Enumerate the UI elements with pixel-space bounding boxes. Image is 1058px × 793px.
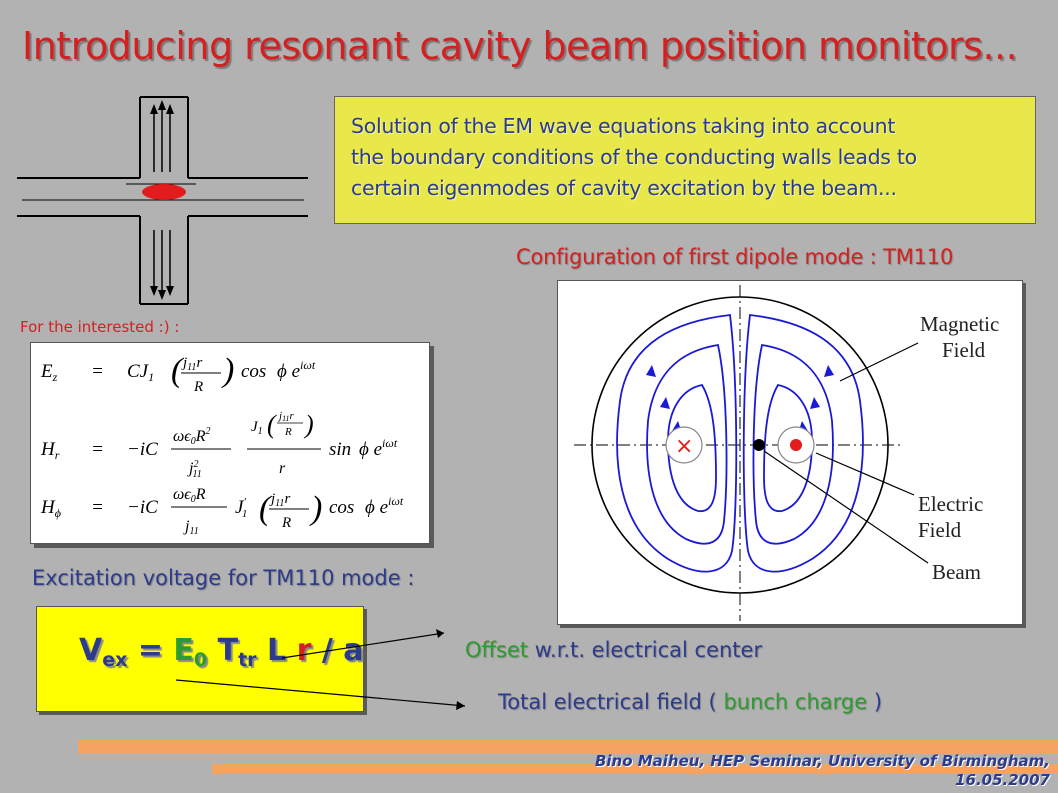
svg-text:−iC: −iC [127,439,158,460]
magnetic-field-label-1: Magnetic [920,312,999,336]
svg-text:=: = [91,439,104,460]
excitation-formula: Vex = E0 Ttr L r / a [79,633,363,671]
svg-text:j11r: j11r [269,491,290,509]
svg-text:−iC: −iC [127,497,158,518]
footer-bar-bottom [212,764,1058,774]
beam-dot [753,439,765,451]
formula-t-sub: tr [238,649,257,671]
offset-word: Offset [465,638,529,662]
total-highlight: bunch charge [723,690,868,714]
svg-text:R: R [193,379,203,395]
electric-field-label-2: Field [918,518,962,542]
formula-e-sub: 0 [193,649,208,671]
svg-text:R: R [281,515,291,531]
svg-text:(: ( [267,410,277,439]
magnetic-field-label-2: Field [942,338,986,362]
svg-text:ωϵ0R: ωϵ0R [173,486,206,505]
svg-text:ωϵ0R2: ωϵ0R2 [173,426,211,447]
svg-text:CJ1: CJ1 [127,361,154,384]
svg-text:): ) [303,410,314,439]
description-box: Solution of the EM wave equations taking… [334,96,1036,224]
configuration-label: Configuration of first dipole mode : TM1… [516,245,954,269]
beam-label: Beam [932,560,981,584]
description-line: the boundary conditions of the conductin… [351,145,917,169]
svg-text:): ) [221,352,234,389]
formula-r: r [296,633,312,668]
beam-spot [142,184,186,200]
description-line: certain eigenmodes of cavity excitation … [351,176,897,200]
formula-equals: = [137,633,163,668]
footer-bar-top [78,740,1058,754]
svg-text:(: ( [259,490,273,527]
total-suffix: ) [873,690,883,714]
cavity-wall [591,296,889,594]
svg-text:sin: sin [329,439,351,460]
svg-text:J′1: J′1 [235,496,247,520]
electric-field-label-1: Electric [918,492,983,516]
interested-label: For the interested :) : [20,318,180,336]
formula-v: V [79,633,103,668]
total-field-label: Total electrical field ( bunch charge ) [498,690,882,714]
svg-text:=: = [91,361,104,382]
svg-text:=: = [91,497,104,518]
formula-t: T [217,633,239,668]
footer-line-1: Bino Maiheu, HEP Seminar, University of … [594,752,1050,770]
svg-text:(: ( [171,352,185,389]
svg-text:×: × [675,434,693,459]
svg-text:j11r: j11r [277,410,294,423]
excitation-label: Excitation voltage for TM110 mode : [32,566,415,590]
svg-text:): ) [309,490,322,527]
svg-text:cos: cos [241,361,266,382]
total-prefix: Total electrical field ( [498,690,717,714]
field-into-page-marker [665,426,703,464]
cavity-sketch [17,96,308,305]
formula-v-sub: ex [102,649,128,671]
tm110-diagram-box: × Magnetic Field Electric Field Beam [557,280,1023,625]
offset-rest: w.r.t. electrical center [534,638,763,662]
offset-label: Offset w.r.t. electrical center [465,638,762,662]
tm110-diagram: × Magnetic Field Electric Field Beam [574,285,999,621]
svg-text:r: r [279,460,286,477]
svg-text:R: R [284,426,292,438]
slide-title: Introducing resonant cavity beam positio… [22,24,1018,68]
formula-box: Vex = E0 Ttr L r / a [36,606,364,712]
svg-text:j11r: j11r [181,355,202,373]
formula-e: E [173,633,194,668]
svg-text:J1: J1 [251,419,263,437]
footer-line-2: 16.05.2007 [955,771,1050,789]
description-line: Solution of the EM wave equations taking… [351,114,896,138]
footer-credit: Bino Maiheu, HEP Seminar, University of … [490,752,1050,790]
formula-l: L [266,633,287,668]
svg-text:cos: cos [329,497,354,518]
